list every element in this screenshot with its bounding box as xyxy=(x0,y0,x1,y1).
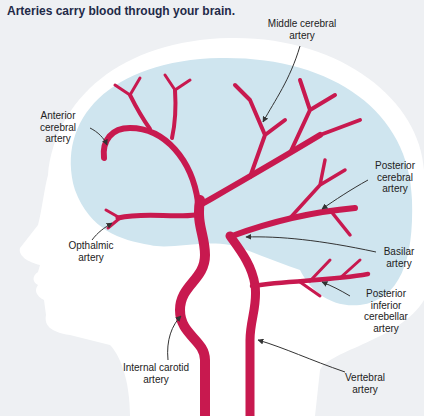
arteries xyxy=(104,75,368,416)
artery-branch xyxy=(235,80,360,177)
vertebral-artery xyxy=(230,236,256,416)
brain xyxy=(71,58,412,305)
artery-label: Posterior inferior cerebellar artery xyxy=(352,288,420,334)
leader-line xyxy=(90,128,107,145)
artery-label: Anterior cerebral artery xyxy=(28,110,88,145)
artery-branch xyxy=(172,90,176,138)
anterior-cerebral-artery xyxy=(104,128,198,202)
artery-label: Posterior cerebral artery xyxy=(369,160,421,195)
head-silhouette xyxy=(20,38,424,416)
leader-line xyxy=(258,340,345,372)
leader-line xyxy=(92,223,112,240)
leader-line xyxy=(168,316,181,360)
leader-line xyxy=(322,180,368,209)
artery-branch xyxy=(300,260,360,296)
artery-branch xyxy=(290,160,350,235)
internal-carotid-artery xyxy=(180,200,205,416)
leader-line xyxy=(246,237,376,252)
artery-branch xyxy=(130,95,150,129)
artery-label: Opthalmic artery xyxy=(62,240,120,263)
artery-branch xyxy=(115,75,190,95)
leader-line xyxy=(322,282,350,296)
artery-label: Middle cerebral artery xyxy=(262,18,342,41)
leader-line xyxy=(263,46,300,122)
artery-label: Basilar artery xyxy=(377,246,421,269)
artery-label: Internal carotid artery xyxy=(116,362,196,385)
leader-lines xyxy=(90,46,376,372)
artery-label: Vertebral artery xyxy=(335,372,395,395)
title: Arteries carry blood through your brain. xyxy=(7,4,235,18)
ophthalmic-artery xyxy=(118,215,196,218)
